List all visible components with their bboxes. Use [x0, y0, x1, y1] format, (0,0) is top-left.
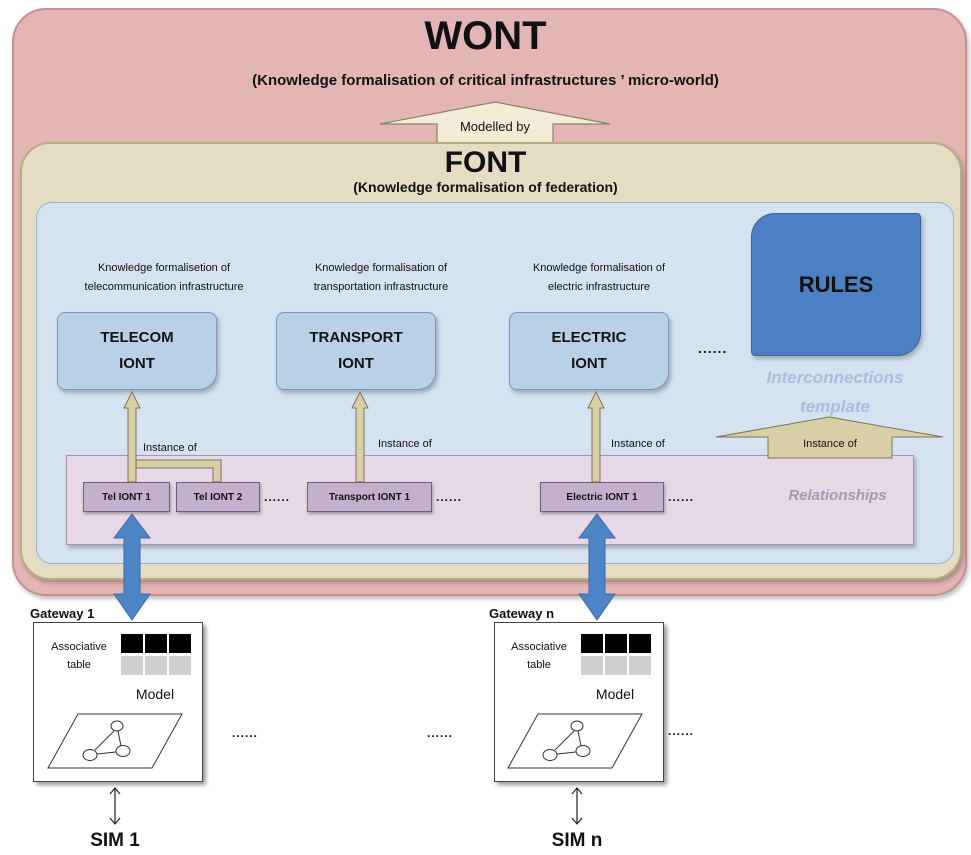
gateway-1-table-label-line2: table	[67, 659, 91, 671]
wont-title: WONT	[424, 14, 547, 58]
telecom-iont-label-line1: TELECOM	[100, 329, 174, 346]
tel-ellipsis: ......	[264, 490, 291, 504]
electric-caption-line1: Knowledge formalisation of	[532, 262, 666, 274]
telecom-iont-label-line2: IONT	[119, 355, 155, 372]
iont-ellipsis: ......	[698, 340, 728, 356]
gateway-1-model-graph-icon	[47, 713, 183, 769]
modelled-by-label: Modelled by	[459, 119, 531, 134]
gateway-1-model-label: Model	[135, 686, 175, 702]
gateway-1-table-label-line1: Associative	[51, 641, 107, 653]
gateway-n-table-label-line2: table	[527, 659, 551, 671]
sim-1-link-arrow	[109, 787, 121, 825]
tel-iont-2-label: Tel IONT 2	[193, 491, 243, 503]
instance-of-label-transport: Instance of	[378, 438, 432, 450]
electric-iont-1-box: Electric IONT 1	[540, 482, 664, 512]
sim-n-label: SIM n	[551, 830, 603, 851]
tel-iont-1-label: Tel IONT 1	[102, 491, 151, 503]
instance-of-label-electric: Instance of	[611, 438, 665, 450]
telecom-iont-box: TELECOM IONT	[57, 312, 217, 390]
gateway-ellipsis-middle: ......	[427, 726, 454, 740]
electric-ellipsis: ......	[668, 490, 695, 504]
sim-n-link-arrow	[571, 787, 583, 825]
electric-caption-line2: electric infrastructure	[547, 281, 651, 293]
gateway-1-associative-table	[121, 634, 191, 675]
telecom-caption-line2: telecommunication infrastructure	[84, 281, 244, 293]
rules-label: RULES	[798, 271, 874, 297]
font-title: FONT	[444, 146, 527, 179]
gateway-n-model-label: Model	[595, 686, 635, 702]
gateway-n-table-label-line1: Associative	[511, 641, 567, 653]
gateway-ellipsis-right: ......	[668, 724, 695, 738]
gateway-n-model-graph-icon	[507, 713, 643, 769]
transport-iont-box: TRANSPORT IONT	[276, 312, 436, 390]
gateway-1-title: Gateway 1	[30, 606, 95, 621]
electric-iont-box: ELECTRIC IONT	[509, 312, 669, 390]
transport-iont-label-line1: TRANSPORT	[309, 329, 403, 346]
gateway-n-title: Gateway n	[489, 606, 555, 621]
interconnections-template-line1: Interconnections	[766, 368, 904, 387]
sim-1-label: SIM 1	[90, 830, 140, 851]
transport-ellipsis: ......	[436, 490, 463, 504]
transport-iont-1-label: Transport IONT 1	[328, 491, 411, 503]
transport-caption-line1: Knowledge formalisation of	[314, 262, 448, 274]
transport-caption-line2: transportation infrastructure	[313, 281, 449, 293]
relationships-label: Relationships	[788, 487, 887, 504]
instance-of-label-telecom: Instance of	[143, 442, 197, 454]
telecom-caption-line1: Knowledge formalisetion of	[97, 262, 231, 274]
font-subtitle: (Knowledge formalisation of federation)	[353, 179, 618, 195]
electric-iont-label-line2: IONT	[571, 355, 607, 372]
interconnections-template-line2: template	[800, 397, 870, 416]
electric-iont-1-label: Electric IONT 1	[566, 491, 638, 503]
transport-iont-1-box: Transport IONT 1	[307, 482, 432, 512]
wont-subtitle: (Knowledge formalisation of critical inf…	[252, 72, 719, 89]
tel-iont-1-box: Tel IONT 1	[83, 482, 170, 512]
electric-iont-label-line1: ELECTRIC	[551, 329, 627, 346]
gateway-n-associative-table	[581, 634, 651, 675]
instance-of-label-rules: Instance of	[803, 438, 857, 450]
rules-box: RULES	[751, 213, 921, 356]
tel-iont-2-box: Tel IONT 2	[176, 482, 260, 512]
gateway-ellipsis-left: ......	[232, 726, 259, 740]
transport-iont-label-line2: IONT	[338, 355, 374, 372]
